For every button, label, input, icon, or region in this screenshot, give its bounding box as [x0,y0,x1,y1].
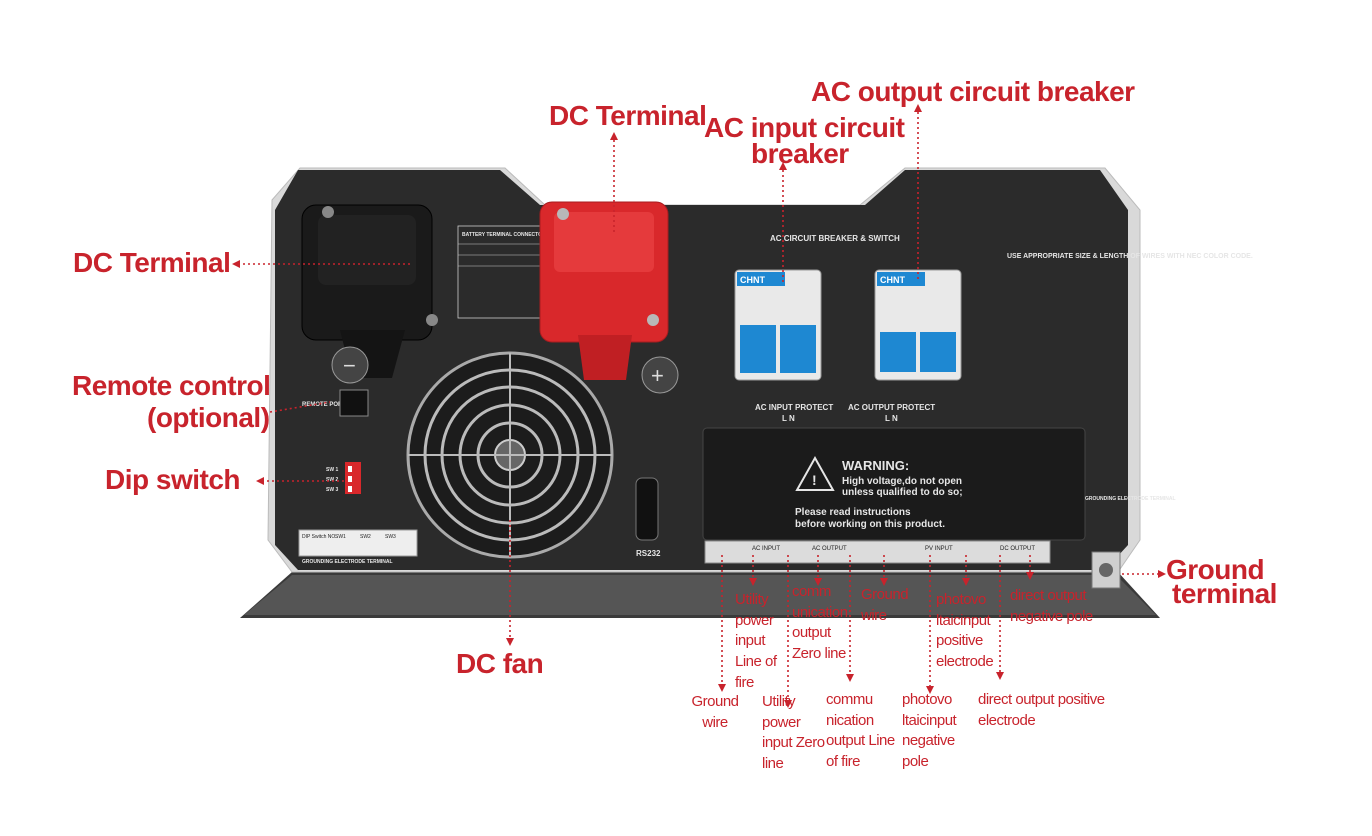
warning-cover: ! WARNING: High voltage,do not open unle… [702,427,1086,541]
svg-text:before working on this product: before working on this product. [795,519,945,530]
svg-text:SW 2: SW 2 [326,477,338,483]
dip-switch: SW 1 SW 2 SW 3 [326,462,361,494]
callout-ac-output-breaker: AC output circuit breaker [811,76,1135,107]
label-ground-wire-left: Ground wire [691,693,739,731]
svg-text:!: ! [812,472,817,488]
svg-text:WARNING:: WARNING: [842,458,909,473]
callout-ac-input-breaker-line2: breaker [751,138,849,169]
callout-remote-control-line1: Remote control [72,370,271,401]
callout-dip-switch: Dip switch [105,464,241,495]
label-dc-output-negative: direct output negative pole [1010,587,1093,625]
svg-text:AC INPUT PROTECT: AC INPUT PROTECT [755,403,833,412]
callout-ground-terminal-line1: Ground [1166,554,1265,585]
svg-text:RS232: RS232 [636,549,661,558]
svg-text:unless qualified to do so;: unless qualified to do so; [842,487,963,498]
svg-text:DIP Switch NO.: DIP Switch NO. [302,534,337,540]
svg-text:BATTERY TERMINAL CONNECTORS: BATTERY TERMINAL CONNECTORS [462,232,550,238]
positive-symbol [641,356,679,394]
svg-text:L N: L N [885,414,898,423]
terminal-strip: AC INPUT AC OUTPUT PV INPUT DC OUTPUT [704,540,1051,564]
label-pv-positive: photovo ltaicinput positive electrode [936,591,994,671]
dc-terminal-positive [539,201,669,380]
label-ground-wire-right: Ground wire [861,586,909,624]
ac-breaker-panel: AC CIRCUIT BREAKER & SWITCH USE APPROPRI… [770,234,1253,260]
svg-text:High voltage,do not open: High voltage,do not open [842,476,962,487]
label-utility-fire: Utility power input Line of fire [735,591,777,691]
callout-ground-terminal-line2: terminal [1172,578,1277,609]
rs232-port: RS232 [635,477,661,558]
svg-text:DC OUTPUT: DC OUTPUT [1000,546,1035,552]
pointer-arrowheads [232,104,1166,708]
svg-text:AC CIRCUIT BREAKER & SWITCH: AC CIRCUIT BREAKER & SWITCH [770,234,900,243]
callout-dc-terminal-top: DC Terminal [549,100,707,131]
svg-text:SW3: SW3 [385,534,396,540]
callout-remote-control-line2: (optional) [147,402,270,433]
callout-dc-fan: DC fan [456,648,544,679]
svg-text:SW 3: SW 3 [326,487,338,493]
dip-table: DIP Switch NO. SW1 SW2 SW3 GROUNDING ELE… [298,529,418,565]
label-comm-output-zero: comm unication output Zero line [792,583,848,663]
battery-label: BATTERY TERMINAL CONNECTORS [457,225,550,319]
label-pv-negative: photovo ltaicinput negative pole [902,691,957,771]
callout-ac-input-breaker-line1: AC input circuit [704,112,905,143]
label-utility-zero: Utility power input Zero line [762,693,825,773]
svg-text:+: + [651,363,664,388]
ac-input-breaker: CHNT [734,269,822,381]
negative-symbol [331,346,369,384]
svg-text:Please read instructions: Please read instructions [795,507,911,518]
svg-text:GROUNDING ELECTRODE TERMINAL: GROUNDING ELECTRODE TERMINAL [302,559,393,565]
svg-text:CHNT: CHNT [880,275,905,285]
svg-text:−: − [343,353,356,378]
ground-terminal: GROUNDING ELECTRODE TERMINAL [1085,496,1176,589]
svg-text:SW 1: SW 1 [326,467,338,473]
svg-text:AC OUTPUT PROTECT: AC OUTPUT PROTECT [848,403,935,412]
svg-text:AC INPUT: AC INPUT [752,546,780,552]
svg-text:AC OUTPUT: AC OUTPUT [812,546,847,552]
svg-text:PV INPUT: PV INPUT [925,546,953,552]
svg-text:CHNT: CHNT [740,275,765,285]
svg-text:REMOTE PORT: REMOTE PORT [302,402,346,408]
svg-text:SW2: SW2 [360,534,371,540]
svg-text:USE APPROPRIATE SIZE & LENGTH: USE APPROPRIATE SIZE & LENGTH OF WIRES W… [1007,253,1253,260]
label-comm-output-fire: commu nication output Line of fire [826,691,895,771]
callout-dc-terminal-left: DC Terminal [73,247,231,278]
remote-port: REMOTE PORT [302,389,369,417]
svg-text:L N: L N [782,414,795,423]
label-dc-output-positive: direct output positive electrode [978,691,1105,729]
svg-text:SW1: SW1 [335,534,346,540]
pointer-lines [238,112,1160,702]
ac-output-breaker: CHNT [874,269,962,381]
svg-text:GROUNDING ELECTRODE TERMINAL: GROUNDING ELECTRODE TERMINAL [1085,496,1176,502]
